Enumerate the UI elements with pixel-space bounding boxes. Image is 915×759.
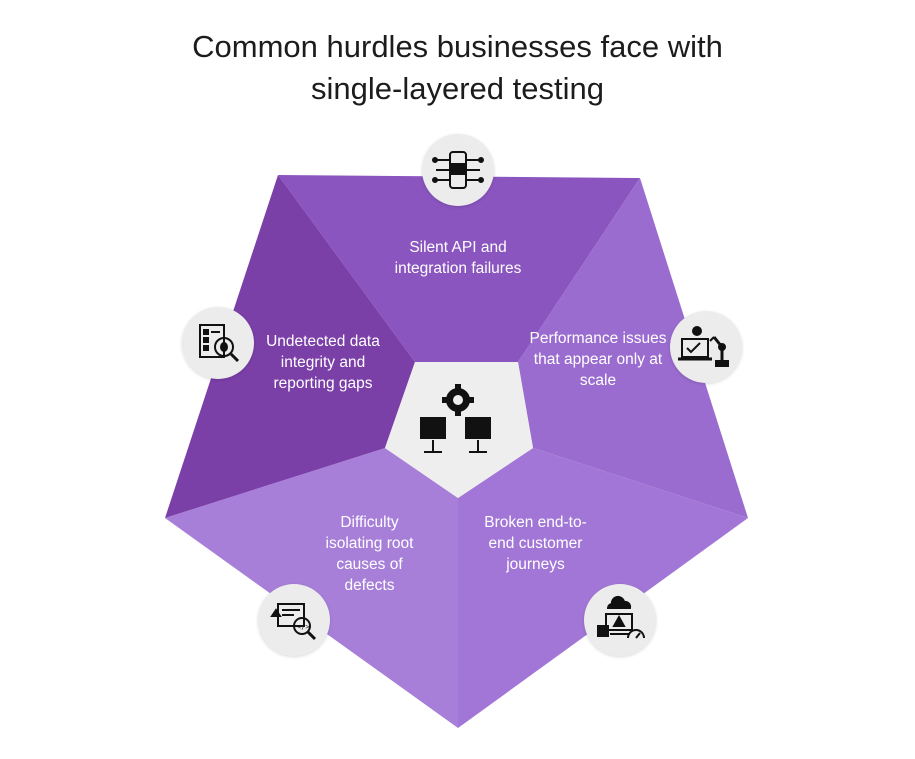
segment-data — [165, 175, 415, 518]
bug-report-search-icon — [199, 324, 240, 363]
title-line-2: single-layered testing — [311, 71, 604, 106]
svg-text:</>: </> — [297, 623, 310, 631]
label-defects: Difficulty isolating root causes of defe… — [325, 514, 414, 594]
segment-api — [278, 175, 640, 362]
label-api: Silent API and integration failures — [394, 239, 522, 277]
icon-circle-performance — [670, 311, 742, 383]
icon-circle-journeys — [584, 584, 656, 656]
label-performance: Performance issues that appear only at s… — [529, 330, 667, 389]
api-chip-icon — [432, 151, 484, 189]
robot-arm-laptop-icon — [678, 326, 729, 367]
title-line-1: Common hurdles businesses face with — [192, 29, 723, 64]
cloud-server-speed-icon — [597, 595, 645, 639]
segment-performance — [518, 178, 748, 518]
label-journeys: Broken end-to-end customer journeys — [484, 514, 587, 573]
gear-servers-icon — [420, 384, 491, 453]
code-search-icon: </> — [270, 603, 317, 641]
icon-circle-defects: </> — [258, 584, 330, 656]
icon-circle-data — [182, 307, 254, 379]
label-data: Undetected data integrity and reporting … — [266, 333, 380, 392]
center-pentagon — [385, 362, 533, 498]
icon-circle-api — [422, 134, 494, 206]
diagram-title: Common hurdles businesses face with sing… — [0, 26, 915, 110]
